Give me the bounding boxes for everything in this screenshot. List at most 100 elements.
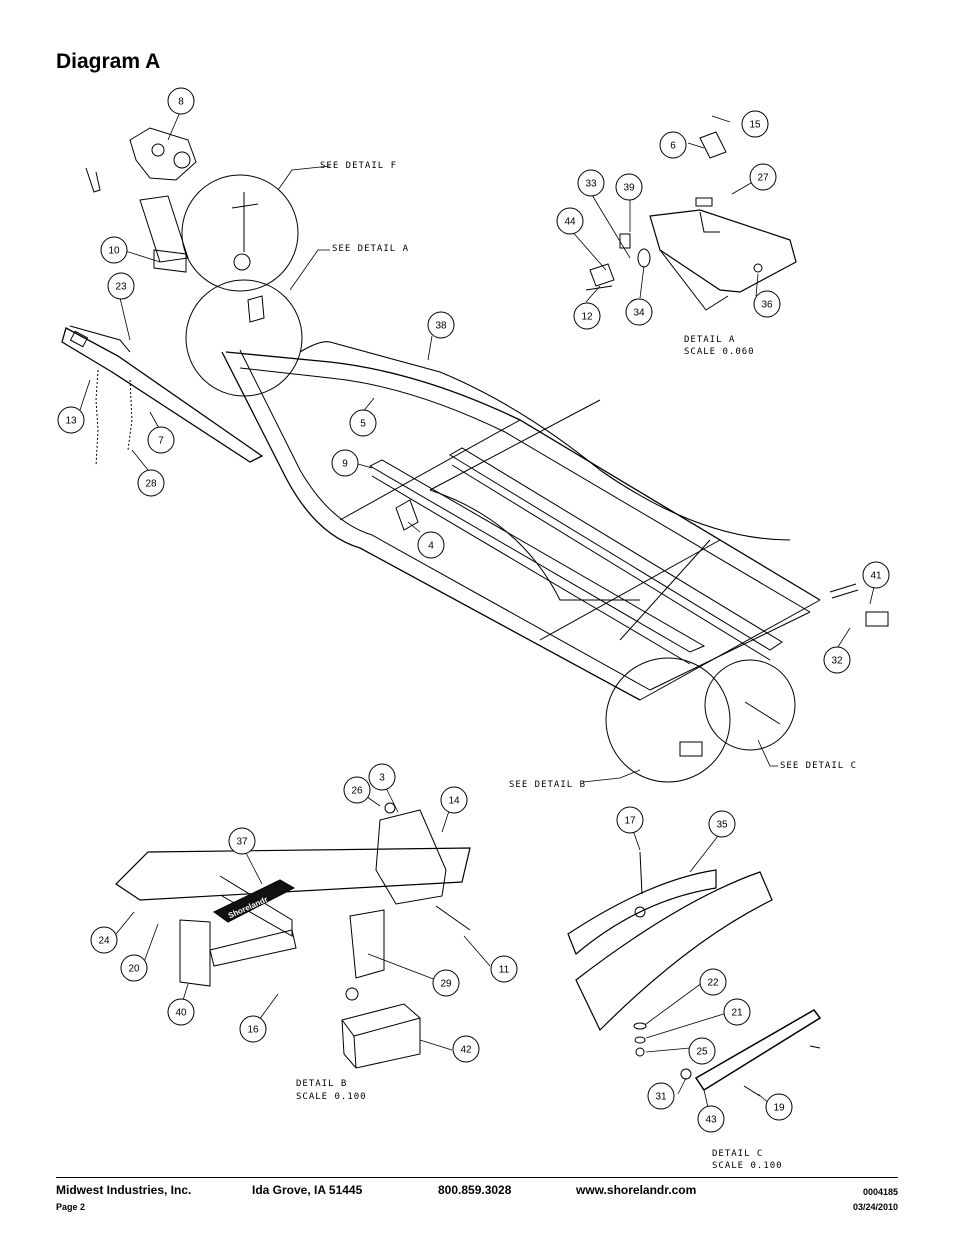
callout-number: 34 (633, 308, 645, 319)
footer-company: Midwest Industries, Inc. (56, 1183, 192, 1197)
callout-39: 39 (615, 173, 643, 201)
callout-number: 5 (360, 419, 366, 430)
callout-number: 38 (435, 321, 447, 332)
callout-number: 8 (178, 97, 184, 108)
callout-number: 12 (581, 312, 593, 323)
callout-circle (749, 163, 777, 191)
footer-website[interactable]: www.shorelandr.com (576, 1183, 697, 1197)
callout-number: 9 (342, 459, 348, 470)
callout-36: 36 (753, 290, 781, 318)
callout-28: 28 (137, 469, 165, 497)
see-detail-a-label: SEE DETAIL A (332, 244, 409, 254)
callout-31: 31 (647, 1082, 675, 1110)
callout-number: 39 (623, 183, 635, 194)
detail-b-scale: SCALE 0.100 (296, 1092, 367, 1102)
callout-13: 13 (57, 406, 85, 434)
detail-a-drawing (585, 131, 797, 311)
callout-8: 8 (167, 87, 195, 115)
callout-number: 13 (65, 416, 77, 427)
callout-number: 43 (705, 1115, 717, 1126)
callout-circle (490, 955, 518, 983)
callout-25: 25 (688, 1037, 716, 1065)
callout-42: 42 (452, 1035, 480, 1063)
callout-circle (615, 173, 643, 201)
callout-circle (647, 1082, 675, 1110)
callout-circle (753, 290, 781, 318)
callout-circle (659, 131, 687, 159)
main-frame-drawing (61, 127, 889, 783)
callout-number: 15 (749, 120, 761, 131)
callout-10: 10 (100, 236, 128, 264)
callout-circle (573, 302, 601, 330)
callout-circle (688, 1037, 716, 1065)
callout-circle (616, 806, 644, 834)
callout-32: 32 (823, 646, 851, 674)
callout-7: 7 (147, 426, 175, 454)
callout-35: 35 (708, 810, 736, 838)
callout-number: 17 (624, 816, 636, 827)
callout-3: 3 (368, 763, 396, 791)
callout-number: 4 (428, 541, 434, 552)
callout-number: 25 (696, 1047, 708, 1058)
callout-29: 29 (432, 969, 460, 997)
callout-number: 42 (460, 1045, 472, 1056)
callout-number: 37 (236, 837, 248, 848)
callout-5: 5 (349, 409, 377, 437)
callout-circle (368, 763, 396, 791)
callout-circle (556, 207, 584, 235)
callout-circle (440, 786, 468, 814)
callout-number: 14 (448, 796, 460, 807)
callout-21: 21 (723, 998, 751, 1026)
footer-phone: 800.859.3028 (438, 1183, 512, 1197)
callout-circle (452, 1035, 480, 1063)
callout-37: 37 (228, 827, 256, 855)
callout-circle (625, 298, 653, 326)
callout-circle (343, 776, 371, 804)
callout-number: 24 (98, 936, 110, 947)
callout-20: 20 (120, 954, 148, 982)
callout-circle (331, 449, 359, 477)
see-detail-f-label: SEE DETAIL F (320, 161, 397, 171)
callout-44: 44 (556, 207, 584, 235)
detail-a-name: DETAIL A (684, 335, 735, 345)
callout-circle (577, 169, 605, 197)
callout-number: 35 (716, 820, 728, 831)
callout-number: 29 (440, 979, 452, 990)
see-detail-b-label: SEE DETAIL B (509, 780, 586, 790)
callout-number: 32 (831, 656, 843, 667)
callout-number: 41 (870, 571, 882, 582)
callout-number: 22 (707, 978, 719, 989)
callout-circle (417, 531, 445, 559)
callout-circle (708, 810, 736, 838)
callout-number: 27 (757, 173, 769, 184)
footer-location: Ida Grove, IA 51445 (252, 1183, 363, 1197)
callout-17: 17 (616, 806, 644, 834)
footer-page: Page 2 (56, 1202, 86, 1212)
callout-circle (427, 311, 455, 339)
callout-22: 22 (699, 968, 727, 996)
detail-b-name: DETAIL B (296, 1079, 347, 1089)
callout-circle (741, 110, 769, 138)
callout-number: 40 (175, 1008, 187, 1019)
callout-number: 3 (379, 773, 385, 784)
callout-circle (147, 426, 175, 454)
callout-40: 40 (167, 998, 195, 1026)
detail-c-drawing (567, 851, 822, 1097)
callout-circle (699, 968, 727, 996)
brand-plate: Shorelandr (213, 879, 296, 923)
callout-19: 19 (765, 1093, 793, 1121)
callout-circle (167, 998, 195, 1026)
callout-number: 6 (670, 141, 676, 152)
callout-11: 11 (490, 955, 518, 983)
callout-number: 31 (655, 1092, 667, 1103)
callout-circle (167, 87, 195, 115)
callout-circle (107, 272, 135, 300)
callout-circle (723, 998, 751, 1026)
callout-14: 14 (440, 786, 468, 814)
callout-number: 28 (145, 479, 157, 490)
detail-b-drawing (115, 802, 471, 1069)
callout-9: 9 (331, 449, 359, 477)
callout-circle (823, 646, 851, 674)
callout-23: 23 (107, 272, 135, 300)
